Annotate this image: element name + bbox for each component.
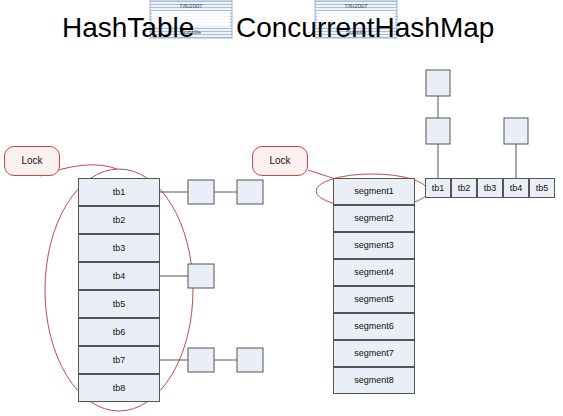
segment-cell: segment1: [333, 178, 415, 205]
bucket-cell: tb4: [503, 178, 529, 198]
segment-cell: segment5: [333, 286, 415, 313]
bucket-cell: tb5: [78, 290, 160, 318]
node-text: tb2: [113, 216, 126, 225]
segment-cell: segment8: [333, 367, 415, 394]
chain-link: [160, 276, 188, 277]
node-text: Lock: [21, 156, 42, 166]
chain-entry: [188, 264, 214, 288]
node-text: tb3: [484, 184, 497, 193]
segment-cell: segment4: [333, 259, 415, 286]
bucket-cell: tb8: [78, 374, 160, 402]
bucket-cell: tb5: [529, 178, 555, 198]
bucket-cell: tb4: [78, 262, 160, 290]
bucket-cell: tb1: [425, 178, 451, 198]
bucket-cell: tb1: [78, 178, 160, 206]
chain-link: [160, 192, 188, 193]
node-text: tb3: [113, 244, 126, 253]
node-text: tb4: [510, 184, 523, 193]
lock-scope-ellipse: [45, 169, 193, 411]
segment-cell: segment3: [333, 232, 415, 259]
node-text: segment5: [354, 295, 394, 304]
segment-cell: segment2: [333, 205, 415, 232]
node-text: tb6: [113, 328, 126, 337]
chain-link: [160, 360, 188, 361]
bucket-cell: tb2: [78, 206, 160, 234]
segment-cell: segment6: [333, 313, 415, 340]
chain-link: [438, 144, 439, 178]
chain-entry: [426, 118, 450, 144]
node-text: segment1: [354, 187, 394, 196]
lock-connector: [308, 170, 333, 178]
chain-link: [516, 144, 517, 178]
chain-entry: [237, 348, 263, 372]
node-text: tb8: [113, 384, 126, 393]
node-text: segment4: [354, 268, 394, 277]
chain-entry: [426, 70, 450, 96]
segment-lock-ellipse: [316, 174, 428, 208]
node-text: segment7: [354, 349, 394, 358]
node-text: segment6: [354, 322, 394, 331]
chain-link: [438, 96, 439, 118]
node-text: tb1: [113, 188, 126, 197]
bucket-cell: tb3: [78, 234, 160, 262]
diagram-title: HashTable: [62, 14, 194, 42]
slide-date: 7/6/2007: [315, 3, 397, 9]
node-text: segment3: [354, 241, 394, 250]
chain-entry: [504, 118, 528, 144]
bucket-cell: tb2: [451, 178, 477, 198]
node-text: tb5: [536, 184, 549, 193]
node-text: tb4: [113, 272, 126, 281]
node-text: tb7: [113, 356, 126, 365]
node-text: tb5: [113, 300, 126, 309]
node-text: Lock: [269, 156, 290, 166]
chain-entry: [188, 348, 214, 372]
node-text: tb1: [432, 184, 445, 193]
bucket-cell: tb3: [477, 178, 503, 198]
lock-box: Lock: [252, 146, 308, 176]
chain-link: [214, 192, 237, 193]
chain-link: [214, 360, 237, 361]
diagram-title: ConcurrentHashMap: [236, 14, 494, 42]
chain-entry: [237, 180, 263, 204]
lock-box: Lock: [4, 146, 60, 176]
node-text: tb2: [458, 184, 471, 193]
bucket-cell: tb7: [78, 346, 160, 374]
node-text: segment2: [354, 214, 394, 223]
slide-date: 7/6/2007: [150, 3, 232, 9]
chain-entry: [188, 180, 214, 204]
segment-cell: segment7: [333, 340, 415, 367]
node-text: segment8: [354, 376, 394, 385]
bucket-cell: tb6: [78, 318, 160, 346]
